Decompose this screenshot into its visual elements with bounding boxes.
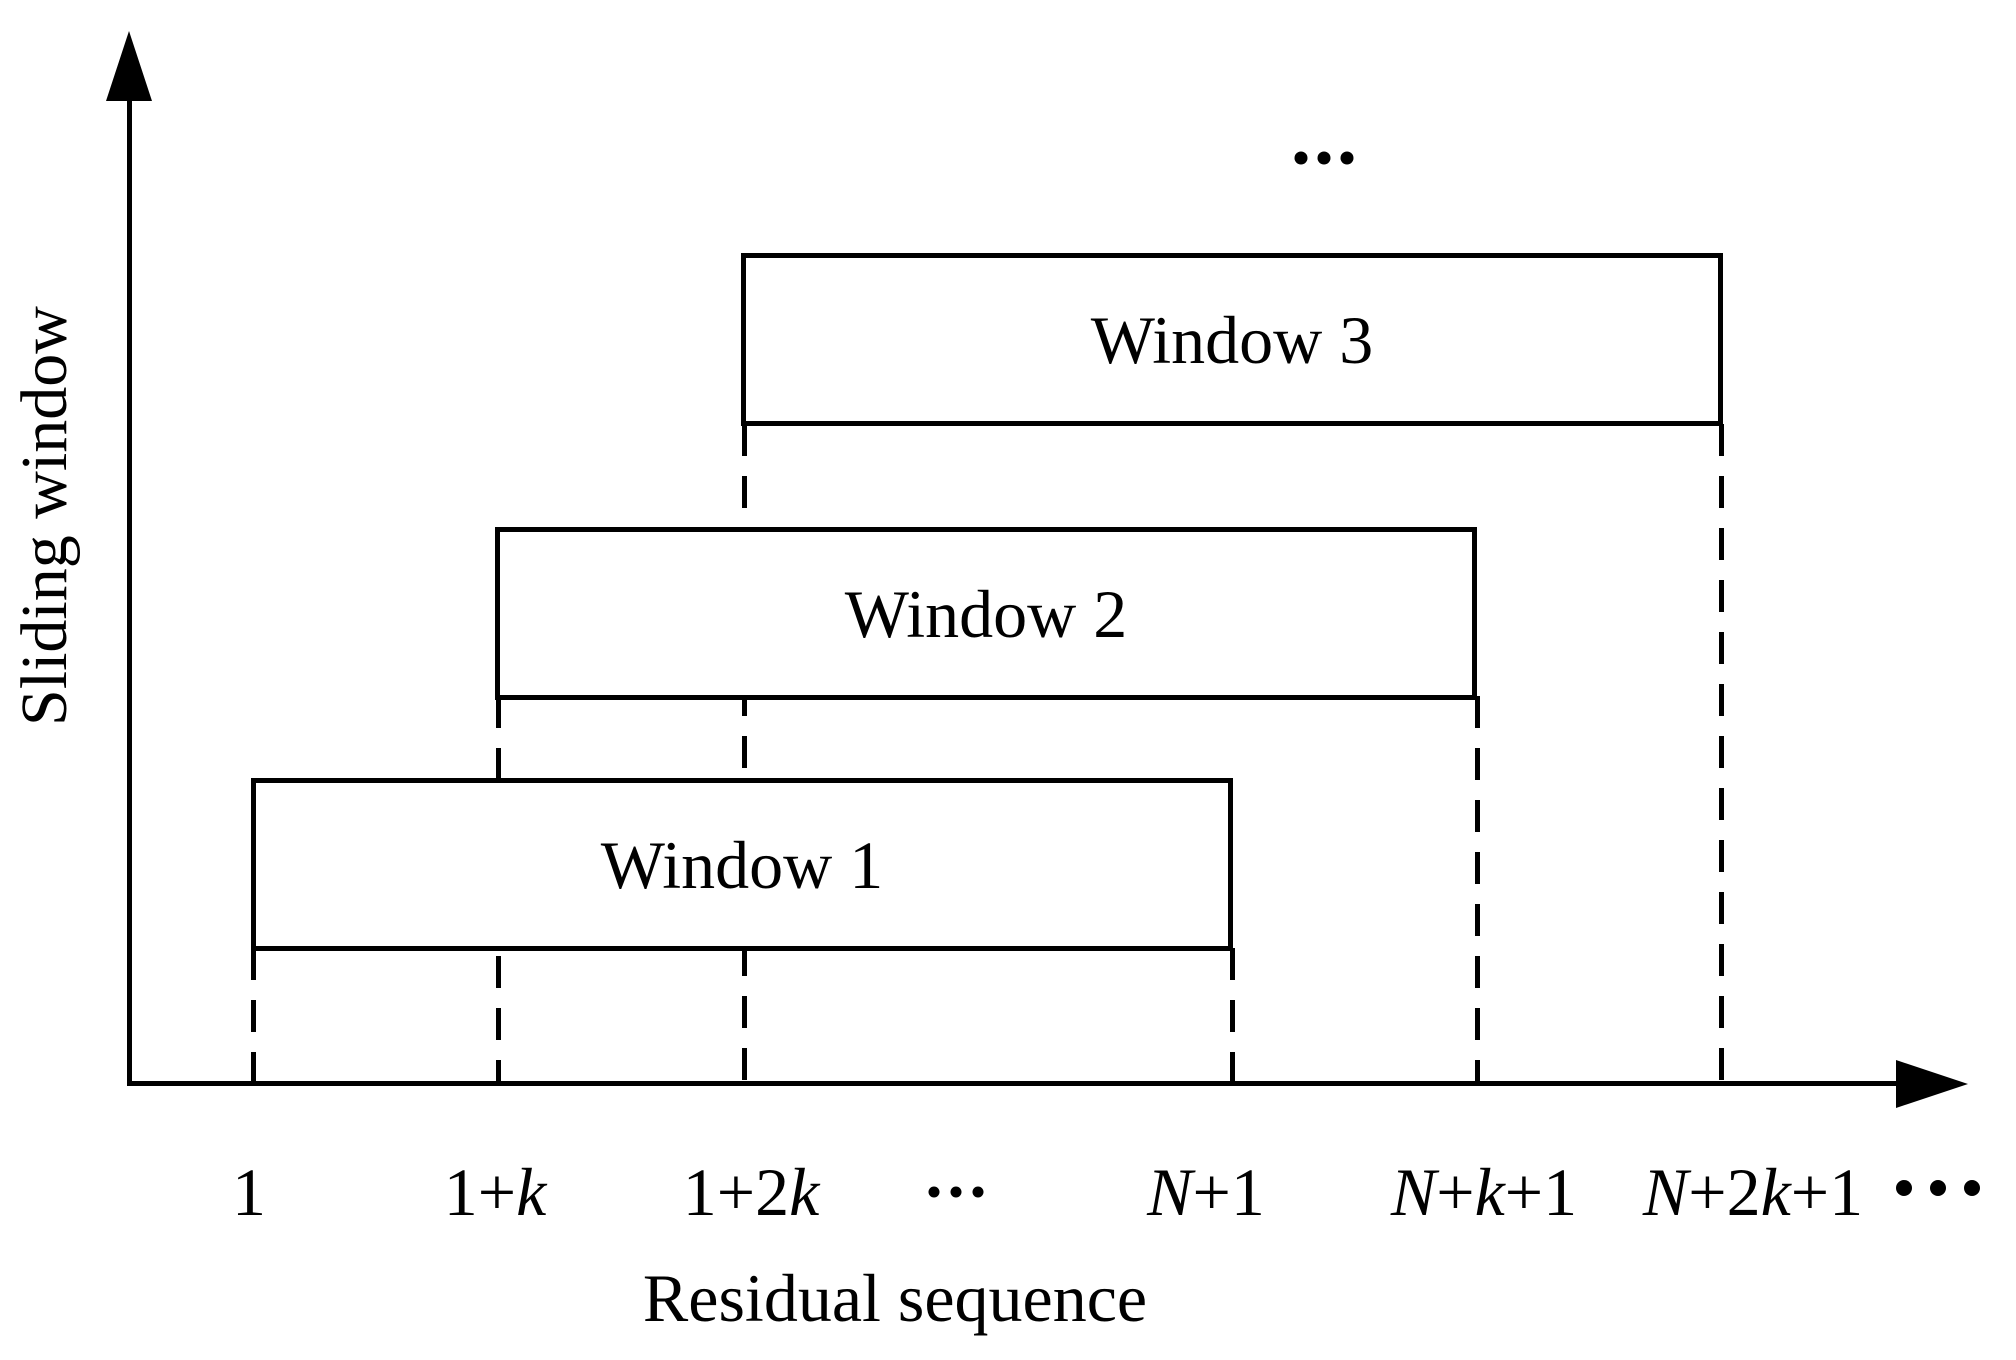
window-3-label: Window 3 [1090, 301, 1374, 378]
x-tick-1plusk: 1+k [443, 1154, 547, 1230]
dot-icon [972, 1186, 984, 1198]
dot-icon [950, 1186, 962, 1198]
x-tick-1plus2k: 1+2k [682, 1154, 820, 1230]
x-axis-line [127, 1081, 1900, 1086]
dot-icon [928, 1186, 940, 1198]
dashed-guide-window2-right [1475, 696, 1480, 1086]
dot-icon [1896, 1180, 1912, 1196]
x-axis-arrowhead-icon [1896, 1060, 1968, 1108]
window-2-box: Window 2 [495, 527, 1477, 700]
dot-icon [1317, 151, 1331, 165]
dashed-guide-window1-left [251, 948, 256, 1086]
dot-icon [1294, 151, 1308, 165]
window-2-label: Window 2 [844, 575, 1128, 652]
window-1-label: Window 1 [600, 826, 884, 903]
dashed-guide-window3-left [742, 424, 747, 1086]
y-axis-title: Sliding window [8, 306, 81, 726]
x-tick-1: 1 [232, 1154, 266, 1230]
more-windows-ellipsis-icon [1294, 151, 1354, 165]
x-axis-title: Residual sequence [642, 1260, 1148, 1336]
dot-icon [1930, 1180, 1946, 1196]
dashed-guide-window1-right [1230, 948, 1235, 1086]
dot-icon [1964, 1180, 1980, 1196]
window-1-box: Window 1 [251, 778, 1233, 951]
window-3-box: Window 3 [741, 253, 1723, 426]
x-tick-ellipsis-icon [928, 1186, 984, 1198]
x-tick-Nplus1: N+1 [1147, 1154, 1265, 1230]
y-axis-line [127, 96, 132, 1086]
dashed-guide-window3-right [1719, 424, 1724, 1086]
y-axis-arrowhead-icon [106, 31, 152, 101]
x-tick-Nplus2kplus1: N+2k+1 [1642, 1154, 1864, 1230]
dot-icon [1340, 151, 1354, 165]
x-axis-trailing-ellipsis-icon [1896, 1180, 1980, 1196]
x-tick-Npluskplus1: N+k+1 [1390, 1154, 1578, 1230]
